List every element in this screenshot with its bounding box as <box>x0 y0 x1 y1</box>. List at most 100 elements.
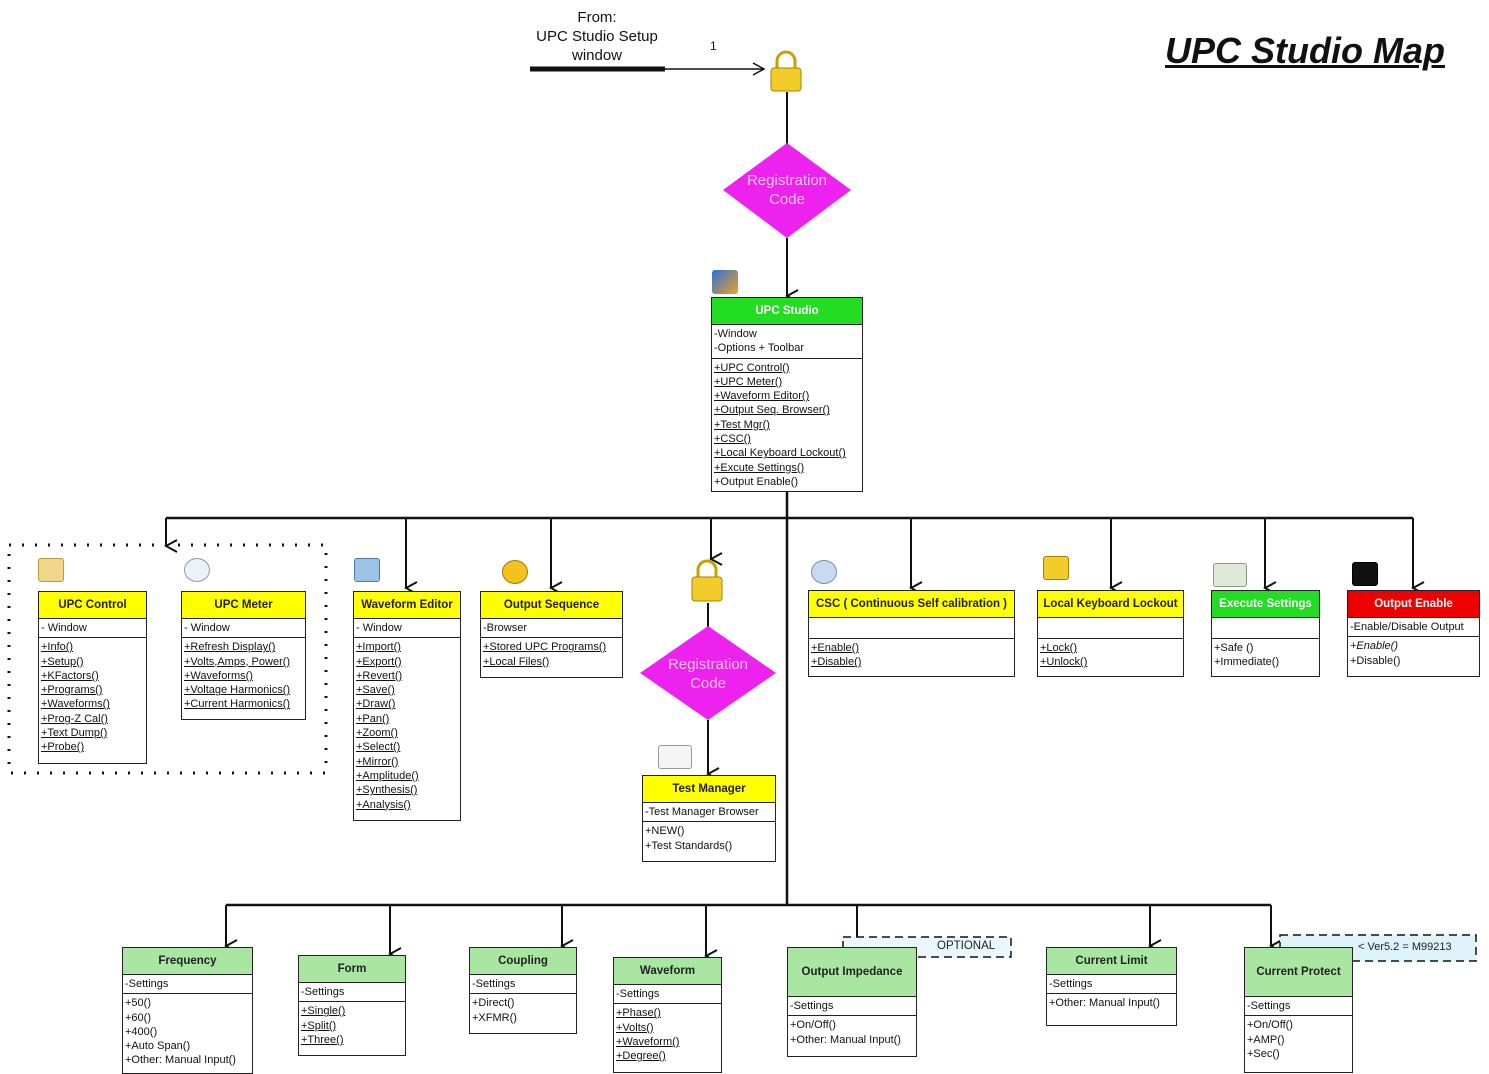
method-link[interactable]: +Analysis() <box>356 798 411 811</box>
method-link[interactable]: +Save() <box>356 684 395 697</box>
calibration-icon <box>811 560 837 584</box>
method-link[interactable]: +Prog-Z Cal() <box>41 712 108 725</box>
entry-line: UPC Studio Setup <box>536 28 658 45</box>
method-link[interactable]: +Disable() <box>1350 654 1401 667</box>
method-link[interactable]: +CSC() <box>714 433 751 446</box>
method-link[interactable]: +60() <box>125 1011 151 1024</box>
method-link[interactable]: +Current Harmonics() <box>184 698 291 711</box>
execute-icon <box>1213 563 1247 587</box>
box-methods: +Refresh Display() +Volts,Amps, Power() … <box>182 637 305 713</box>
method-link[interactable]: +UPC Control() <box>714 361 790 374</box>
method-link[interactable]: +KFactors() <box>41 669 99 682</box>
method-link[interactable]: +Other: Manual Input() <box>1049 997 1160 1010</box>
method-link[interactable]: +Import() <box>356 641 401 654</box>
method-link[interactable]: +Other: Manual Input() <box>790 1033 901 1046</box>
method-link[interactable]: +Lock() <box>1040 642 1077 654</box>
box-methods: +NEW() +Test Standards() <box>643 821 775 855</box>
box-header: Local Keyboard Lockout <box>1038 591 1183 618</box>
method-link[interactable]: +Immediate() <box>1214 656 1280 669</box>
method-link[interactable]: +Info() <box>41 641 74 654</box>
method-link[interactable]: +Programs() <box>41 684 103 697</box>
method-link[interactable]: +Phase() <box>616 1007 661 1020</box>
output-enable-box: Output Enable -Enable/Disable Output +En… <box>1347 590 1480 677</box>
box-methods: +On/Off() +Other: Manual Input() <box>788 1015 916 1049</box>
box-methods: +On/Off() +AMP() +Sec() <box>1245 1015 1352 1063</box>
method-link[interactable]: +Probe() <box>41 741 85 754</box>
method-link[interactable]: +Sec() <box>1247 1047 1280 1060</box>
method-link[interactable]: +AMP() <box>1247 1033 1285 1046</box>
attribute: -Browser <box>483 622 528 634</box>
method-link[interactable]: +Local Files() <box>483 655 550 668</box>
box-header: Form <box>299 956 405 983</box>
box-methods: +Enable() +Disable() <box>809 638 1014 672</box>
box-methods: +50() +60() +400() +Auto Span() +Other: … <box>123 993 252 1069</box>
method-link[interactable]: +Unlock() <box>1040 656 1088 669</box>
method-link[interactable]: +Volts() <box>616 1021 654 1034</box>
method-link[interactable]: +Direct() <box>472 997 515 1010</box>
keyboard-lockout-box: Local Keyboard Lockout +Lock() +Unlock() <box>1037 590 1184 677</box>
method-link[interactable]: +Excute Settings() <box>714 461 805 474</box>
method-link[interactable]: +Other: Manual Input() <box>125 1054 236 1067</box>
method-link[interactable]: +Enable() <box>811 642 860 654</box>
box-header: Execute Settings <box>1212 591 1319 618</box>
method-link[interactable]: +Split() <box>301 1019 337 1032</box>
method-link[interactable]: +Disable() <box>811 656 862 669</box>
attribute: -Options + Toolbar <box>714 342 804 355</box>
method-link[interactable]: +Three() <box>301 1033 344 1046</box>
method-link[interactable]: +Export() <box>356 655 402 668</box>
method-link[interactable]: +Test Mgr() <box>714 418 770 431</box>
attribute: - Window <box>356 622 402 634</box>
box-attributes <box>809 618 1014 638</box>
method-link[interactable]: +Amplitude() <box>356 769 419 782</box>
method-link[interactable]: +Pan() <box>356 712 390 725</box>
method-link[interactable]: +Volts,Amps, Power() <box>184 655 291 668</box>
sequence-pulse-icon <box>502 560 528 584</box>
method-link[interactable]: +Single() <box>301 1005 346 1018</box>
method-link[interactable]: +Degree() <box>616 1050 666 1063</box>
method-link[interactable]: +XFMR() <box>472 1011 517 1024</box>
method-link[interactable]: +Setup() <box>41 655 84 668</box>
method-link[interactable]: +Enable() <box>1350 640 1399 653</box>
method-link[interactable]: +Revert() <box>356 669 403 682</box>
box-methods: +Lock() +Unlock() <box>1038 638 1183 672</box>
attribute: - Window <box>184 622 230 634</box>
method-link[interactable]: +Test Standards() <box>645 839 733 852</box>
method-link[interactable]: +Synthesis() <box>356 784 418 797</box>
waveform-box: Waveform -Settings +Phase() +Volts() +Wa… <box>613 957 722 1073</box>
box-attributes: -Settings <box>470 975 576 993</box>
box-methods: +Phase() +Volts() +Waveform() +Degree() <box>614 1003 721 1065</box>
method-link[interactable]: +Waveforms() <box>41 698 110 711</box>
box-header: Test Manager <box>643 776 775 803</box>
box-attributes: -Settings <box>788 997 916 1015</box>
method-link[interactable]: +Zoom() <box>356 727 398 740</box>
method-link[interactable]: +NEW() <box>645 825 685 838</box>
method-link[interactable]: +Mirror() <box>356 755 399 768</box>
method-link[interactable]: +Waveform Editor() <box>714 390 810 403</box>
box-header: UPC Control <box>39 592 146 619</box>
method-link[interactable]: +Output Enable() <box>714 475 799 488</box>
entry-line: window <box>571 47 623 64</box>
method-link[interactable]: +400() <box>125 1025 158 1038</box>
current-protect-box: Current Protect -Settings +On/Off() +AMP… <box>1244 947 1353 1073</box>
method-link[interactable]: +On/Off() <box>790 1019 836 1032</box>
method-link[interactable]: +Refresh Display() <box>184 641 276 654</box>
box-attributes: -Settings <box>123 975 252 993</box>
method-link[interactable]: +Local Keyboard Lockout() <box>714 447 846 460</box>
method-link[interactable]: +Auto Span() <box>125 1040 191 1053</box>
method-link[interactable]: +Text Dump() <box>41 727 108 740</box>
step-number: 1 <box>710 39 717 53</box>
coupling-box: Coupling -Settings +Direct() +XFMR() <box>469 947 577 1034</box>
method-link[interactable]: +Select() <box>356 741 401 754</box>
method-link[interactable]: +Voltage Harmonics() <box>184 684 291 697</box>
method-link[interactable]: +Output Seq. Browser() <box>714 404 830 417</box>
method-link[interactable]: +UPC Meter() <box>714 375 783 388</box>
method-link[interactable]: +Draw() <box>356 698 396 711</box>
method-link[interactable]: +On/Off() <box>1247 1019 1293 1032</box>
method-link[interactable]: +Safe () <box>1214 642 1254 654</box>
method-link[interactable]: +Stored UPC Programs() <box>483 641 607 654</box>
method-link[interactable]: +50() <box>125 997 151 1010</box>
method-link[interactable]: +Waveform() <box>616 1035 680 1048</box>
box-header: Waveform Editor <box>354 592 460 619</box>
method-link[interactable]: +Waveforms() <box>184 669 253 682</box>
